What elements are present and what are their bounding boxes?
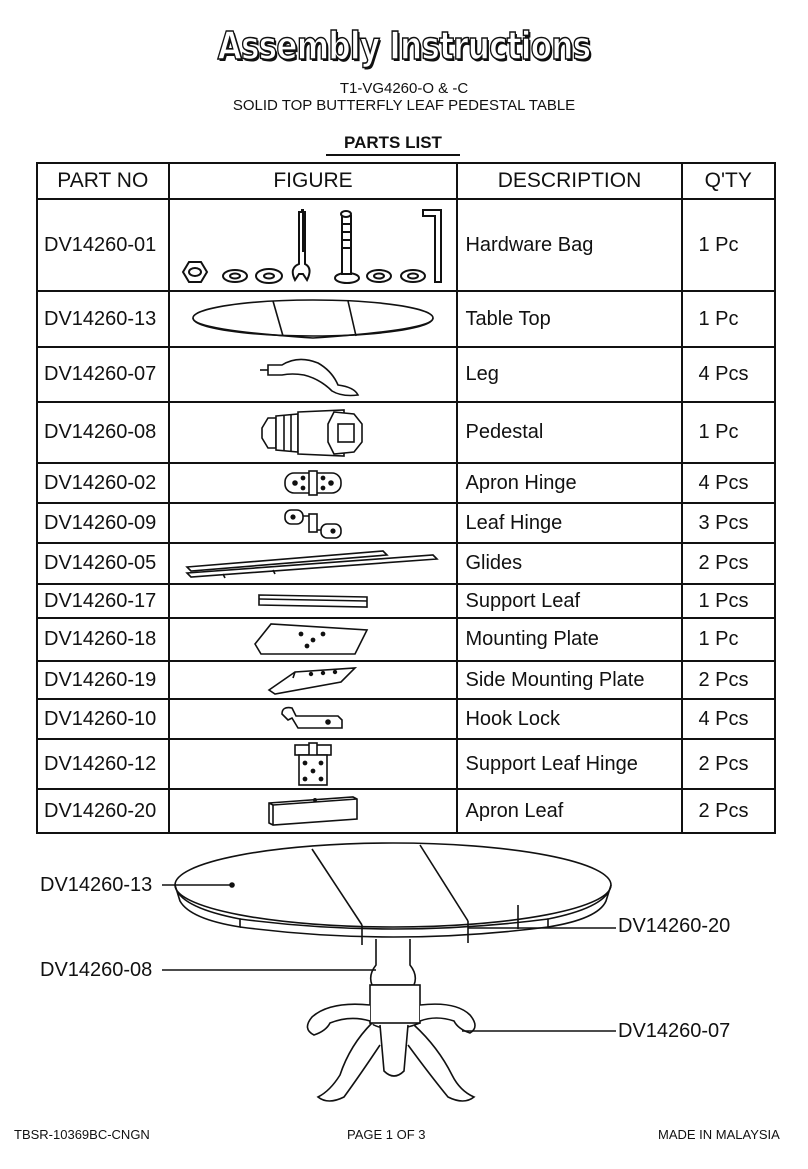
description-cell: Mounting Plate <box>456 617 683 662</box>
part-no-cell: DV14260-05 <box>36 542 170 585</box>
column-header-part-no: PART NO <box>36 162 170 200</box>
hook-lock-figure <box>167 698 459 740</box>
assembled-table-diagram <box>162 842 616 1102</box>
table-top-figure <box>167 290 459 348</box>
part-no-cell: DV14260-12 <box>36 738 170 790</box>
description-cell: Glides <box>456 542 683 585</box>
part-no-cell: DV14260-19 <box>36 660 170 700</box>
part-no-cell: DV14260-18 <box>36 617 170 662</box>
callout-apron-leaf: DV14260-20 <box>618 915 731 937</box>
part-no-cell: DV14260-09 <box>36 502 170 544</box>
part-no-cell: DV14260-01 <box>36 198 170 292</box>
parts-list-heading: PARTS LIST <box>326 133 460 156</box>
column-header-qty: Q'TY <box>680 162 776 200</box>
table-row: DV14260-13 Table Top 1 Pc <box>36 290 776 348</box>
footer-doc-code: TBSR-10369BC-CNGN <box>14 1127 150 1142</box>
part-no-cell: DV14260-20 <box>36 788 170 834</box>
qty-cell: 4 Pcs <box>680 698 776 740</box>
qty-cell: 2 Pcs <box>680 660 776 700</box>
description-cell: Leg <box>456 346 683 403</box>
table-row: DV14260-08 Pedestal 1 Pc <box>36 401 776 464</box>
support-leaf-figure <box>167 583 459 619</box>
qty-cell: 4 Pcs <box>680 462 776 504</box>
table-row: DV14260-02 Apron Hinge 4 Pcs <box>36 462 776 504</box>
column-header-description: DESCRIPTION <box>456 162 683 200</box>
table-row: DV14260-07 Leg 4 Pcs <box>36 346 776 403</box>
description-cell: Apron Leaf <box>456 788 683 834</box>
qty-cell: 1 Pc <box>680 401 776 464</box>
table-row: DV14260-17 Support Leaf 1 Pcs <box>36 583 776 619</box>
part-no-cell: DV14260-07 <box>36 346 170 403</box>
mounting-plate-figure <box>167 617 459 662</box>
qty-cell: 1 Pc <box>680 198 776 292</box>
column-header-figure: FIGURE <box>167 162 459 200</box>
parts-table: PART NO FIGURE DESCRIPTION Q'TY DV14260-… <box>36 162 776 834</box>
description-cell: Support Leaf <box>456 583 683 619</box>
footer-origin: MADE IN MALAYSIA <box>658 1127 780 1142</box>
description-cell: Support Leaf Hinge <box>456 738 683 790</box>
apron-hinge-figure <box>167 462 459 504</box>
side-mounting-plate-figure <box>167 660 459 700</box>
description-cell: Leaf Hinge <box>456 502 683 544</box>
qty-cell: 4 Pcs <box>680 346 776 403</box>
leg-figure <box>167 346 459 403</box>
part-no-cell: DV14260-10 <box>36 698 170 740</box>
part-no-cell: DV14260-17 <box>36 583 170 619</box>
part-no-cell: DV14260-13 <box>36 290 170 348</box>
qty-cell: 2 Pcs <box>680 738 776 790</box>
description-cell: Pedestal <box>456 401 683 464</box>
table-row: DV14260-05 Glides 2 Pcs <box>36 542 776 585</box>
apron-leaf-figure <box>167 788 459 834</box>
description-cell: Apron Hinge <box>456 462 683 504</box>
table-row: DV14260-10 Hook Lock 4 Pcs <box>36 698 776 740</box>
table-row: DV14260-19 Side Mounting Plate 2 Pcs <box>36 660 776 700</box>
document-title: Assembly Instructions <box>217 23 592 69</box>
glides-figure <box>167 542 459 585</box>
product-name: SOLID TOP BUTTERFLY LEAF PEDESTAL TABLE <box>232 97 576 114</box>
callout-table-top: DV14260-13 <box>40 874 153 896</box>
table-row: DV14260-09 Leaf Hinge 3 Pcs <box>36 502 776 544</box>
qty-cell: 2 Pcs <box>680 542 776 585</box>
table-row: DV14260-20 Apron Leaf 2 Pcs <box>36 788 776 834</box>
part-no-cell: DV14260-02 <box>36 462 170 504</box>
qty-cell: 3 Pcs <box>680 502 776 544</box>
callout-leg: DV14260-07 <box>618 1020 731 1042</box>
support-leaf-hinge-figure <box>167 738 459 790</box>
part-no-cell: DV14260-08 <box>36 401 170 464</box>
model-number: T1-VG4260-O & -C <box>339 80 469 97</box>
table-row: DV14260-12 Support Leaf Hinge 2 Pcs <box>36 738 776 790</box>
qty-cell: 2 Pcs <box>680 788 776 834</box>
description-cell: Hook Lock <box>456 698 683 740</box>
table-row: DV14260-18 Mounting Plate 1 Pc <box>36 617 776 662</box>
qty-cell: 1 Pc <box>680 290 776 348</box>
hardware-bag-figure <box>167 198 459 292</box>
description-cell: Hardware Bag <box>456 198 683 292</box>
pedestal-figure <box>167 401 459 464</box>
description-cell: Side Mounting Plate <box>456 660 683 700</box>
leaf-hinge-figure <box>167 502 459 544</box>
qty-cell: 1 Pcs <box>680 583 776 619</box>
callout-pedestal: DV14260-08 <box>40 959 153 981</box>
qty-cell: 1 Pc <box>680 617 776 662</box>
description-cell: Table Top <box>456 290 683 348</box>
footer-page-number: PAGE 1 OF 3 <box>347 1127 426 1142</box>
table-row: DV14260-01 Hardware Bag 1 Pc <box>36 198 776 292</box>
table-header-row: PART NO FIGURE DESCRIPTION Q'TY <box>36 162 776 200</box>
